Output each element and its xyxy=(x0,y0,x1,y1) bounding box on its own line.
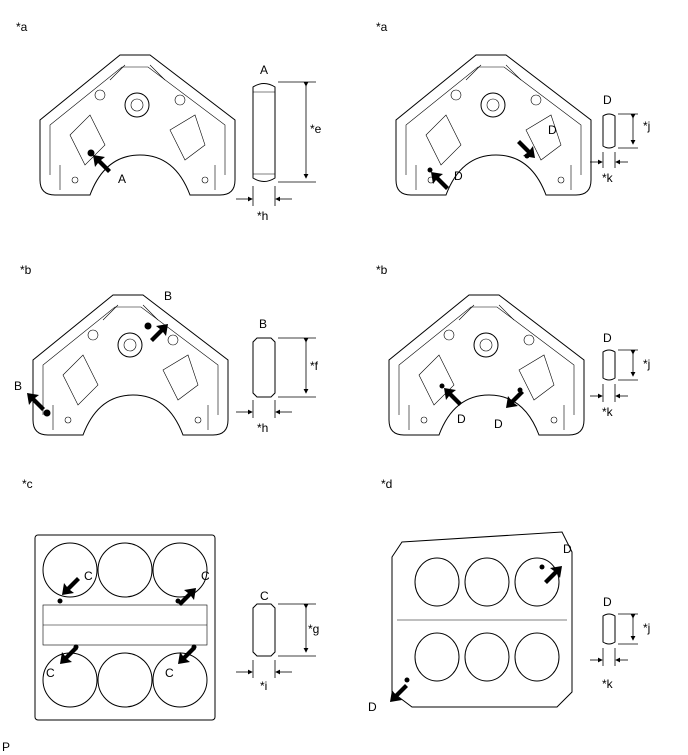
width-dimension-label: *k xyxy=(602,405,614,419)
pin-title: D xyxy=(603,331,612,345)
panel-b-left: *b B B B *f *h xyxy=(14,263,319,436)
pin-location-dot xyxy=(539,564,545,570)
panel-label: *b xyxy=(20,263,32,277)
engine-block-front-view xyxy=(39,54,236,196)
height-dimension-label: *j xyxy=(643,119,650,133)
arrow-icon xyxy=(390,684,408,702)
dowel-pin-drawing xyxy=(602,613,616,645)
pin-location-dot xyxy=(427,167,433,173)
pin-callout: B xyxy=(14,379,22,393)
arrow-icon xyxy=(60,646,78,664)
height-dimension-label: *e xyxy=(310,122,322,136)
arrow-icon xyxy=(27,393,45,411)
panel-a-left: *a A A *e *h xyxy=(16,20,322,223)
panel-a-right: *a D D D *j *k xyxy=(376,20,650,196)
engine-block-front-view xyxy=(388,294,585,436)
pin-callout: A xyxy=(118,172,126,186)
dowel-pin-drawing xyxy=(252,83,276,182)
pin-title: D xyxy=(603,595,612,609)
dowel-pin-drawing xyxy=(252,337,276,398)
pin-location-dot xyxy=(43,409,51,417)
width-dimension-label: *i xyxy=(260,679,267,693)
panel-b-right: *b D D D *j *k xyxy=(376,263,650,436)
pin-callout: D xyxy=(457,412,466,426)
pin-callout: D xyxy=(494,417,503,431)
arrow-icon xyxy=(506,390,524,408)
pin-callout: D xyxy=(548,123,557,137)
arrow-icon xyxy=(178,646,196,664)
panel-label: *a xyxy=(376,20,388,34)
dowel-pin-drawing xyxy=(252,603,276,657)
dowel-pin-drawing xyxy=(602,349,616,381)
pin-location-dot xyxy=(57,598,63,604)
arrow-icon xyxy=(93,155,111,173)
dowel-pin-drawing xyxy=(602,113,616,149)
height-dimension-label: *j xyxy=(643,357,650,371)
pin-callout: C xyxy=(165,666,174,680)
width-dimension-label: *k xyxy=(602,677,614,691)
pin-location-dot xyxy=(87,149,95,157)
pin-callout: C xyxy=(84,569,93,583)
pin-title: B xyxy=(259,317,267,331)
panel-label: *c xyxy=(22,477,33,491)
pin-callout: B xyxy=(164,289,172,303)
pin-title: C xyxy=(260,589,269,603)
pin-callout: D xyxy=(368,700,377,714)
width-dimension-label: *k xyxy=(602,171,614,185)
panel-label: *b xyxy=(376,263,388,277)
pin-title: D xyxy=(603,93,612,107)
pin-callout: D xyxy=(454,169,463,183)
arrow-icon xyxy=(444,388,462,406)
height-dimension-label: *g xyxy=(308,622,319,636)
pin-callout: C xyxy=(201,569,210,583)
panel-label: *a xyxy=(16,20,28,34)
panel-label: *d xyxy=(381,477,392,491)
pin-location-dot xyxy=(439,383,445,389)
arrow-icon xyxy=(150,324,168,342)
pin-location-dot xyxy=(404,677,410,683)
panel-d: *d D D D *j *k xyxy=(368,477,650,714)
width-dimension-label: *h xyxy=(257,421,268,435)
engine-block-top-view xyxy=(34,534,216,721)
width-dimension-label: *h xyxy=(257,209,268,223)
height-dimension-label: *j xyxy=(643,621,650,635)
height-dimension-label: *f xyxy=(310,359,319,373)
panel-c: *c C C C C C *g *i xyxy=(22,477,319,721)
engine-block-front-view xyxy=(32,294,229,436)
arrow-icon xyxy=(431,172,449,190)
pin-callout: D xyxy=(563,542,572,556)
engine-block-iso-view xyxy=(391,531,573,708)
pin-callout: C xyxy=(46,666,55,680)
pin-title: A xyxy=(260,63,268,77)
engine-block-front-view xyxy=(395,54,592,196)
figure-code: P xyxy=(2,740,10,754)
arrow-icon xyxy=(62,577,80,595)
pin-location-dot xyxy=(144,322,152,330)
